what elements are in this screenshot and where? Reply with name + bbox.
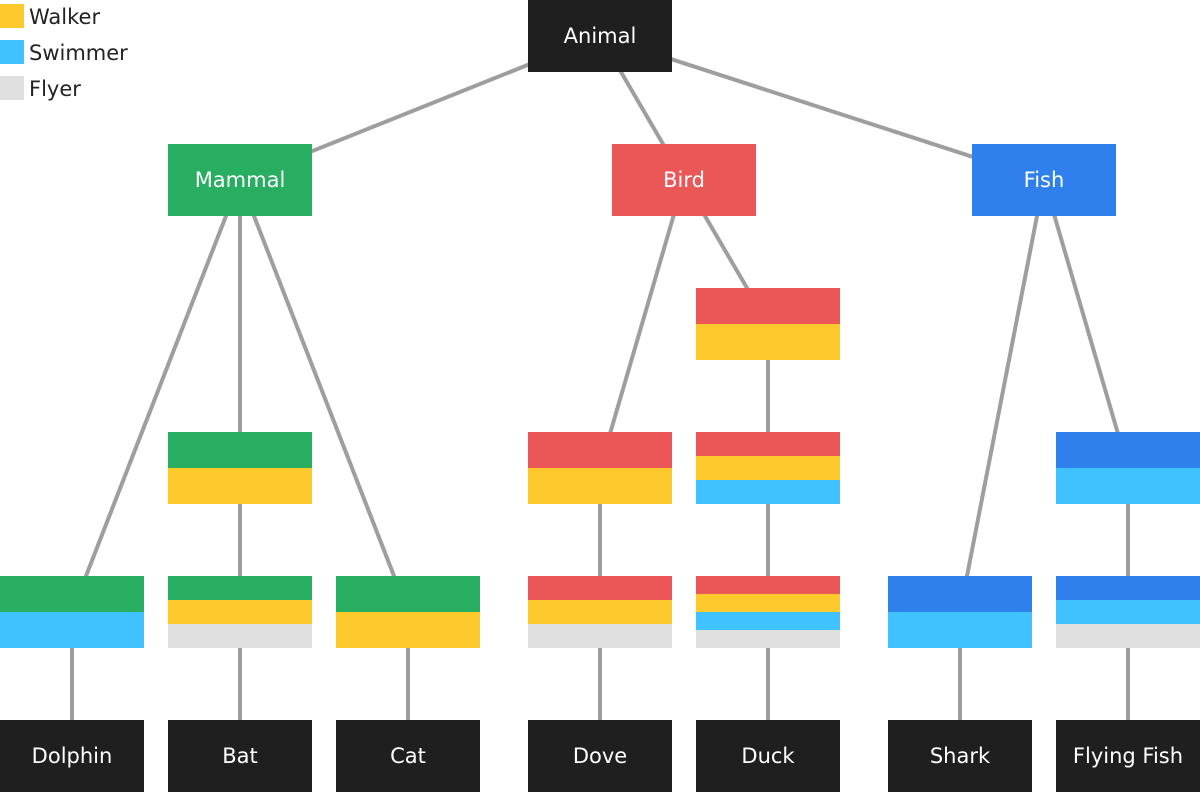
combo-node-mammal-swimmer [0,576,144,648]
node-shark: Shark [888,720,1032,792]
band-flyer [1056,624,1200,648]
combo-node-fish-swimmer-leaf [888,576,1032,648]
edge-bird-to-bird-walker [598,179,686,469]
node-mammal: Mammal [168,144,312,216]
band-mammal [168,576,312,601]
combo-node-bird-walker-flyer [528,576,672,648]
legend-swatch-flyer [0,76,24,100]
edge-animal-to-fish [599,34,1045,182]
legend-label-flyer: Flyer [29,77,81,101]
node-dolphin-label: Dolphin [32,744,113,768]
node-animal: Animal [528,0,672,72]
node-bird: Bird [612,144,756,216]
legend-item-walker: Walker [0,2,140,29]
combo-node-bird-walker-swimmer [696,432,840,504]
band-swimmer [1056,600,1200,625]
node-shark-box [888,720,1032,792]
legend-item-swimmer: Swimmer [0,38,140,65]
combo-node-mammal-walker-flyer [168,576,312,648]
node-dove-box [528,720,672,792]
band-swimmer [696,612,840,631]
node-bat: Bat [168,720,312,792]
node-flying-fish-box [1056,720,1200,792]
node-animal-label: Animal [564,24,637,48]
node-fish-label: Fish [1024,168,1065,192]
band-fish [1056,576,1200,601]
band-walker [168,468,312,504]
node-duck-box [696,720,840,792]
band-walker [696,456,840,481]
edge-fish-to-fish-swimmer-leaf [958,179,1046,613]
band-swimmer [696,480,840,504]
node-bat-box [168,720,312,792]
legend-label-walker: Walker [29,5,101,29]
band-swimmer [1056,468,1200,504]
node-fish-box [972,144,1116,216]
node-duck-label: Duck [741,744,795,768]
band-mammal [336,576,480,613]
band-bird [696,288,840,325]
band-mammal [168,432,312,469]
band-walker [696,594,840,613]
node-flying-fish: Flying Fish [1056,720,1200,792]
node-mammal-box [168,144,312,216]
band-walker [528,600,672,625]
band-flyer [528,624,672,648]
band-flyer [696,630,840,648]
combo-node-mammal-walker-leaf [336,576,480,648]
node-cat-label: Cat [390,744,426,768]
node-cat-box [336,720,480,792]
band-walker [168,600,312,625]
node-bat-label: Bat [222,744,258,768]
node-dove: Dove [528,720,672,792]
legend-swatch-swimmer [0,40,24,64]
node-animal-box [528,0,672,72]
band-flyer [168,624,312,648]
band-walker [696,324,840,360]
combo-node-bird-walker-swimmer-flyer [696,576,840,648]
combo-node-bird-walker-2 [696,288,840,360]
band-mammal [0,576,144,613]
node-mammal-label: Mammal [195,168,286,192]
edge-mammal-to-mammal-swimmer [70,179,242,613]
legend-label-swimmer: Swimmer [29,41,128,65]
node-duck: Duck [696,720,840,792]
band-bird [696,576,840,595]
band-bird [528,576,672,601]
band-fish [888,576,1032,613]
node-bird-box [612,144,756,216]
node-shark-label: Shark [930,744,991,768]
legend-swatch-walker [0,4,24,28]
node-fish: Fish [972,144,1116,216]
legend-item-flyer: Flyer [0,74,140,101]
node-cat: Cat [336,720,480,792]
band-swimmer [888,612,1032,648]
band-bird [528,432,672,469]
edge-mammal-to-mammal-walker-leaf [238,179,410,613]
band-bird [696,432,840,457]
band-walker [336,612,480,648]
band-walker [528,468,672,504]
node-dove-label: Dove [573,744,627,768]
combo-node-fish-swimmer-flyer [1056,576,1200,648]
combo-node-fish-swimmer [1056,432,1200,504]
combo-node-bird-walker [528,432,672,504]
node-flying-fish-label: Flying Fish [1073,744,1183,768]
node-dolphin: Dolphin [0,720,144,792]
node-bird-label: Bird [663,168,705,192]
edge-fish-to-fish-swimmer [1042,179,1130,469]
combo-node-mammal-walker [168,432,312,504]
band-fish [1056,432,1200,469]
node-dolphin-box [0,720,144,792]
band-swimmer [0,612,144,648]
